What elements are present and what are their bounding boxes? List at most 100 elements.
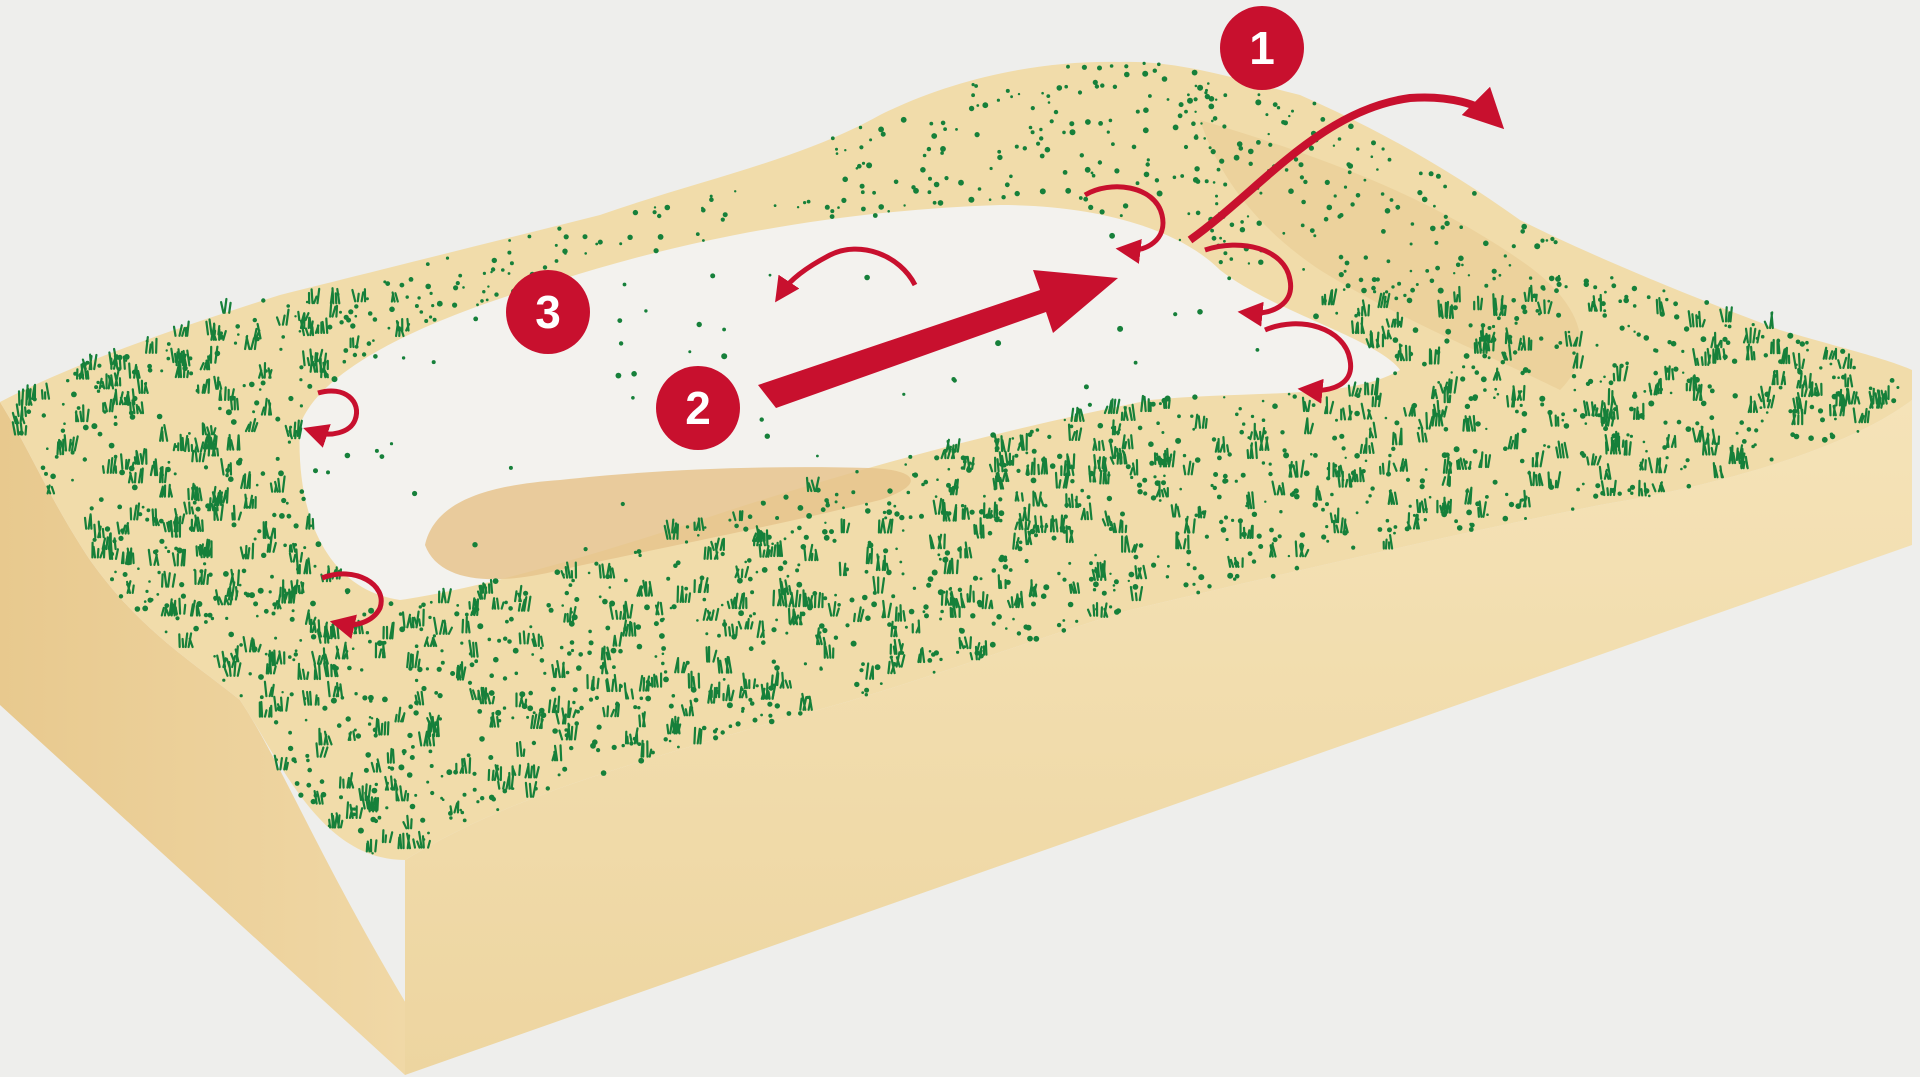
vegetation-dot xyxy=(453,285,458,290)
vegetation-dot xyxy=(878,204,884,210)
vegetation-dot xyxy=(181,594,186,599)
vegetation-dot xyxy=(1354,411,1360,417)
vegetation-dot xyxy=(627,235,632,240)
vegetation-dot xyxy=(264,609,269,614)
vegetation-dot xyxy=(1064,85,1068,89)
vegetation-dot xyxy=(902,529,905,532)
vegetation-dot xyxy=(1788,409,1792,413)
vegetation-dot xyxy=(1576,488,1580,492)
vegetation-dot xyxy=(497,639,501,643)
vegetation-dot xyxy=(1068,602,1074,608)
vegetation-dot xyxy=(44,472,48,476)
vegetation-dot xyxy=(305,754,309,758)
vegetation-dot xyxy=(1166,575,1169,578)
vegetation-dot xyxy=(1062,578,1066,582)
vegetation-dot xyxy=(1335,312,1338,315)
vegetation-dot xyxy=(1031,602,1036,607)
vegetation-dot xyxy=(1124,64,1128,68)
vegetation-dot xyxy=(1543,444,1546,447)
vegetation-dot xyxy=(275,417,280,422)
vegetation-dot xyxy=(1147,158,1150,161)
vegetation-dot xyxy=(872,191,876,195)
vegetation-dot xyxy=(301,497,305,501)
vegetation-dot xyxy=(523,591,528,596)
vegetation-dot xyxy=(1196,211,1201,216)
vegetation-dot xyxy=(1224,515,1228,519)
vegetation-dot xyxy=(787,711,792,716)
vegetation-dot xyxy=(460,642,463,645)
vegetation-dot xyxy=(46,447,49,450)
vegetation-dot xyxy=(893,505,896,508)
vegetation-dot xyxy=(1857,430,1860,433)
vegetation-dot xyxy=(109,443,115,449)
vegetation-dot xyxy=(738,610,744,616)
vegetation-dot xyxy=(1469,527,1474,532)
vegetation-dot xyxy=(1186,550,1191,555)
vegetation-dot xyxy=(546,786,550,790)
vegetation-dot xyxy=(1708,384,1712,388)
vegetation-dot xyxy=(93,538,97,542)
vegetation-dot xyxy=(476,800,479,803)
vegetation-dot xyxy=(1230,257,1234,261)
vegetation-dot xyxy=(1410,243,1413,246)
vegetation-dot xyxy=(1800,341,1805,346)
vegetation-dot xyxy=(1443,185,1447,189)
vegetation-dot xyxy=(240,694,243,697)
vegetation-dot xyxy=(676,560,681,565)
vegetation-dot xyxy=(1627,325,1630,328)
vegetation-dot xyxy=(824,535,830,541)
vegetation-dot xyxy=(402,356,405,359)
vegetation-dot xyxy=(1564,423,1570,429)
vegetation-dot xyxy=(1603,376,1606,379)
vegetation-dot xyxy=(295,781,300,786)
vegetation-dot xyxy=(1097,66,1102,71)
vegetation-dot xyxy=(430,601,433,604)
vegetation-dot xyxy=(988,531,993,536)
vegetation-dot xyxy=(696,619,699,622)
vegetation-dot xyxy=(145,590,148,593)
vegetation-dot xyxy=(1046,94,1050,98)
grass-tuft xyxy=(1665,366,1673,379)
vegetation-dot xyxy=(110,577,114,581)
vegetation-dot xyxy=(117,505,122,510)
vegetation-dot xyxy=(515,672,519,676)
vegetation-dot xyxy=(339,795,343,799)
vegetation-dot xyxy=(486,299,489,302)
vegetation-dot xyxy=(653,210,657,214)
vegetation-dot xyxy=(865,570,869,574)
vegetation-dot xyxy=(1321,508,1325,512)
vegetation-dot xyxy=(533,711,536,714)
vegetation-dot xyxy=(1603,309,1606,312)
vegetation-dot xyxy=(483,272,486,275)
vegetation-dot xyxy=(1372,277,1377,282)
vegetation-dot xyxy=(1128,580,1130,582)
vegetation-dot xyxy=(1539,396,1545,402)
vegetation-dot xyxy=(1686,426,1692,432)
vegetation-dot xyxy=(1016,469,1020,473)
vegetation-dot xyxy=(1325,180,1330,185)
vegetation-dot xyxy=(562,767,567,772)
vegetation-dot xyxy=(771,627,776,632)
vegetation-dot xyxy=(1242,422,1245,425)
vegetation-dot xyxy=(634,551,637,554)
vegetation-dot xyxy=(1326,540,1329,543)
vegetation-dot xyxy=(378,816,382,820)
vegetation-dot xyxy=(1173,176,1177,180)
vegetation-dot xyxy=(721,218,725,222)
vegetation-dot xyxy=(602,599,608,605)
vegetation-dot xyxy=(861,662,865,666)
vegetation-dot xyxy=(526,716,529,719)
vegetation-dot xyxy=(933,201,937,205)
vegetation-dot xyxy=(616,373,622,379)
vegetation-dot xyxy=(636,624,642,630)
vegetation-dot xyxy=(859,668,863,672)
vegetation-dot xyxy=(1554,288,1559,293)
vegetation-dot xyxy=(1130,476,1133,479)
vegetation-dot xyxy=(1520,229,1525,234)
vegetation-dot xyxy=(168,461,171,464)
vegetation-dot xyxy=(1187,98,1193,104)
vegetation-dot xyxy=(300,489,305,494)
vegetation-dot xyxy=(921,483,925,487)
vegetation-dot xyxy=(414,794,417,797)
